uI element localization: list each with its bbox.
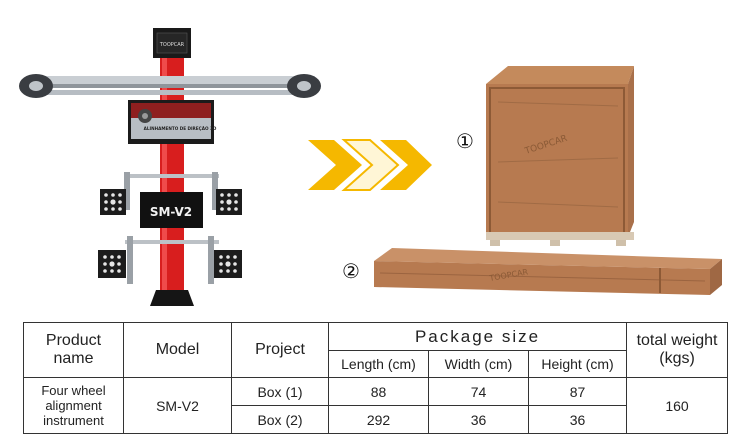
header-package-size: Package size — [327, 322, 628, 351]
project-cell: Box (1) — [231, 377, 329, 406]
table-row: Box (2) 292 36 36 — [24, 405, 728, 434]
header-model: Model — [123, 322, 232, 378]
header-total-weight: total weight (kgs) — [626, 322, 729, 378]
product-illustration: TOOPCAR ALINHAMENTO DE DIREÇÃO 3D — [19, 28, 722, 306]
subheader-length: Length (cm) — [328, 350, 429, 378]
package-spec-table: Product name Model Project Package size … — [23, 322, 729, 434]
length-cell: 88 — [328, 377, 429, 406]
project-cell: Box (2) — [231, 405, 329, 434]
logo-text: TOOPCAR — [159, 42, 185, 48]
height-cell: 87 — [527, 377, 628, 406]
wooden-crate-2-image: TOOPCAR — [374, 248, 722, 295]
box-2-marker: ② — [342, 259, 360, 283]
width-cell: 74 — [428, 377, 529, 406]
width-cell: 36 — [428, 405, 529, 434]
header-product-name: Product name — [23, 322, 124, 378]
chevron-arrows-icon — [308, 139, 432, 191]
box-1-marker: ① — [456, 129, 474, 153]
product-name-cell: Four wheel alignment instrument — [23, 377, 124, 434]
header-project: Project — [231, 322, 329, 378]
alignment-machine-image: TOOPCAR ALINHAMENTO DE DIREÇÃO 3D — [19, 28, 321, 306]
subheader-height: Height (cm) — [527, 350, 628, 378]
weight-cell: 160 — [626, 377, 729, 434]
subheader-width: Width (cm) — [428, 350, 529, 378]
length-cell: 292 — [328, 405, 429, 434]
table-row: Four wheel alignment instrument SM-V2 Bo… — [23, 377, 729, 434]
wooden-crate-1-image: TOOPCAR — [486, 66, 634, 246]
console-screen-text: ALINHAMENTO DE DIREÇÃO 3D — [144, 126, 217, 131]
model-cell: SM-V2 — [123, 377, 232, 434]
height-cell: 36 — [527, 405, 628, 434]
model-plate-text: SM-V2 — [150, 205, 192, 219]
